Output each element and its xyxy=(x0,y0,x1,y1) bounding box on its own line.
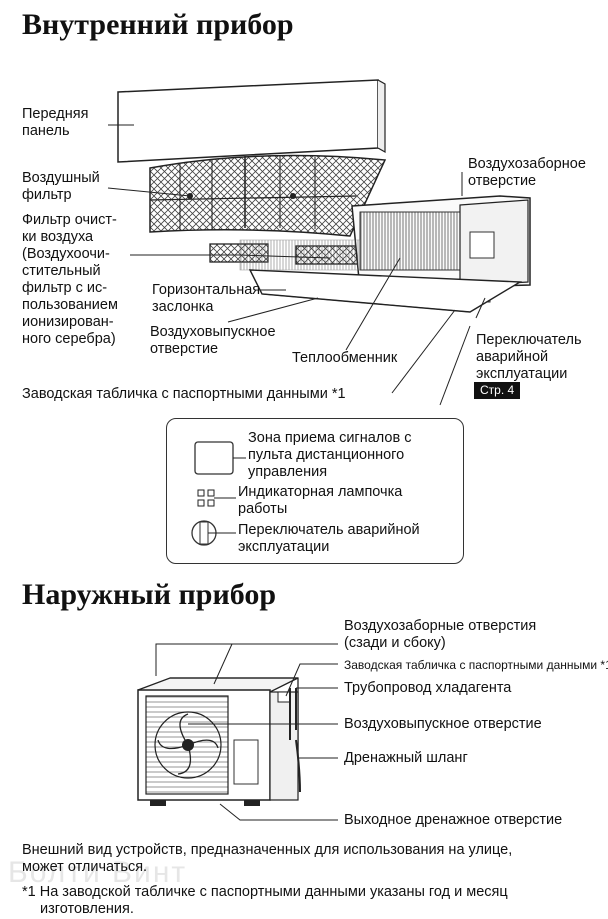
clean-filter-label-line: ки воздуха xyxy=(22,229,94,245)
air-outlet-label: Воздуховыпускное отверстие xyxy=(150,324,276,358)
clean-filter-label-line: ного серебра) xyxy=(22,331,116,347)
clean-filter-label-line: Фильтр очист- xyxy=(22,212,117,228)
flap-label-line: Горизонтальная xyxy=(152,282,261,298)
detail-emergency-switch-label: Переключатель аварийной эксплуатации xyxy=(238,522,420,556)
clean-filter-label-line: стительный xyxy=(22,263,101,279)
air-intake-label-line: Воздухозаборное xyxy=(468,156,586,172)
appearance-note: Внешний вид устройств, предназначенных д… xyxy=(22,842,592,876)
drain-outlet-label: Выходное дренажное отверстие xyxy=(344,812,563,828)
heat-exchanger-label: Теплообменник xyxy=(292,350,398,366)
emergency-switch-label-line: Переключатель xyxy=(476,332,582,348)
intakes-label-line: Воздухозаборные отверстия xyxy=(344,618,537,634)
emergency-switch-label-line: аварийной xyxy=(476,349,549,365)
nameplate-footnote: *1 На заводской табличке с паспортными д… xyxy=(22,884,602,918)
emergency-switch-label-line: эксплуатации xyxy=(476,366,568,382)
outdoor-air-intakes-label: Воздухозаборные отверстия (сзади и сбоку… xyxy=(344,618,536,652)
air-outlet-label-line: отверстие xyxy=(150,341,219,357)
footnote-line: *1 На заводской табличке с паспортными д… xyxy=(22,884,508,900)
appearance-note-line: Внешний вид устройств, предназначенных д… xyxy=(22,842,513,858)
air-filter-label-line: Воздушный xyxy=(22,170,100,186)
air-intake-label: Воздухозаборное отверстие xyxy=(468,156,586,190)
clean-filter-label-line: ионизирован- xyxy=(22,314,114,330)
outdoor-unit-drawing xyxy=(137,677,301,806)
clean-filter-label-line: пользованием xyxy=(22,297,118,313)
operation-lamp-label: Индикаторная лампочка работы xyxy=(238,484,402,518)
intakes-label-line: (сзади и сбоку) xyxy=(344,635,446,651)
clean-filter-label-line: (Воздухоочи- xyxy=(22,246,110,262)
lamp-label-line: работы xyxy=(238,501,288,517)
front-panel-label-line: панель xyxy=(22,123,70,139)
air-cleaning-filter-label: Фильтр очист- ки воздуха (Воздухоочи- ст… xyxy=(22,212,118,348)
front-panel-drawing xyxy=(117,79,386,163)
clean-filter-label-line: фильтр с ис- xyxy=(22,280,108,296)
air-filter-drawing xyxy=(149,154,387,237)
outdoor-unit-title: Наружный прибор xyxy=(22,578,277,611)
emergency-switch-label: Переключатель аварийной эксплуатации xyxy=(476,332,582,383)
receiver-label-line: пульта дистанционного xyxy=(248,447,405,463)
receiver-label-line: Зона приема сигналов с xyxy=(248,430,412,446)
detail-icons xyxy=(191,441,246,546)
outdoor-air-outlet-label: Воздуховыпускное отверстие xyxy=(344,716,542,732)
air-intake-label-line: отверстие xyxy=(468,173,537,189)
detail-switch-label-line: эксплуатации xyxy=(238,539,330,555)
page-reference-badge[interactable]: Стр. 4 xyxy=(474,382,521,399)
remote-receiver-label: Зона приема сигналов с пульта дистанцион… xyxy=(248,430,411,481)
refrigerant-piping-label: Трубопровод хладагента xyxy=(344,680,512,696)
horizontal-flap-label: Горизонтальная заслонка xyxy=(152,282,260,316)
front-panel-label: Передняя панель xyxy=(22,106,88,140)
air-filter-label-line: фильтр xyxy=(22,187,72,203)
indoor-unit-title: Внутренний прибор xyxy=(22,8,294,41)
outdoor-nameplate-label: Заводская табличка с паспортными данными… xyxy=(344,658,608,672)
front-panel-label-line: Передняя xyxy=(22,106,89,122)
air-outlet-label-line: Воздуховыпускное xyxy=(150,324,276,340)
lamp-label-line: Индикаторная лампочка xyxy=(238,484,403,500)
footnote-line: изготовления. xyxy=(40,901,134,917)
indoor-unit-body-drawing xyxy=(239,195,531,313)
flap-label-line: заслонка xyxy=(152,299,214,315)
appearance-note-line: может отличаться. xyxy=(22,859,148,875)
watermark: Болти Винт xyxy=(8,856,188,889)
control-panel-detail-box xyxy=(166,418,464,564)
indoor-nameplate-label: Заводская табличка с паспортными данными… xyxy=(22,386,346,402)
detail-switch-label-line: Переключатель аварийной xyxy=(238,522,420,538)
air-filter-label: Воздушный фильтр xyxy=(22,170,100,204)
drain-hose-label: Дренажный шланг xyxy=(344,750,468,766)
receiver-label-line: управления xyxy=(248,464,328,480)
